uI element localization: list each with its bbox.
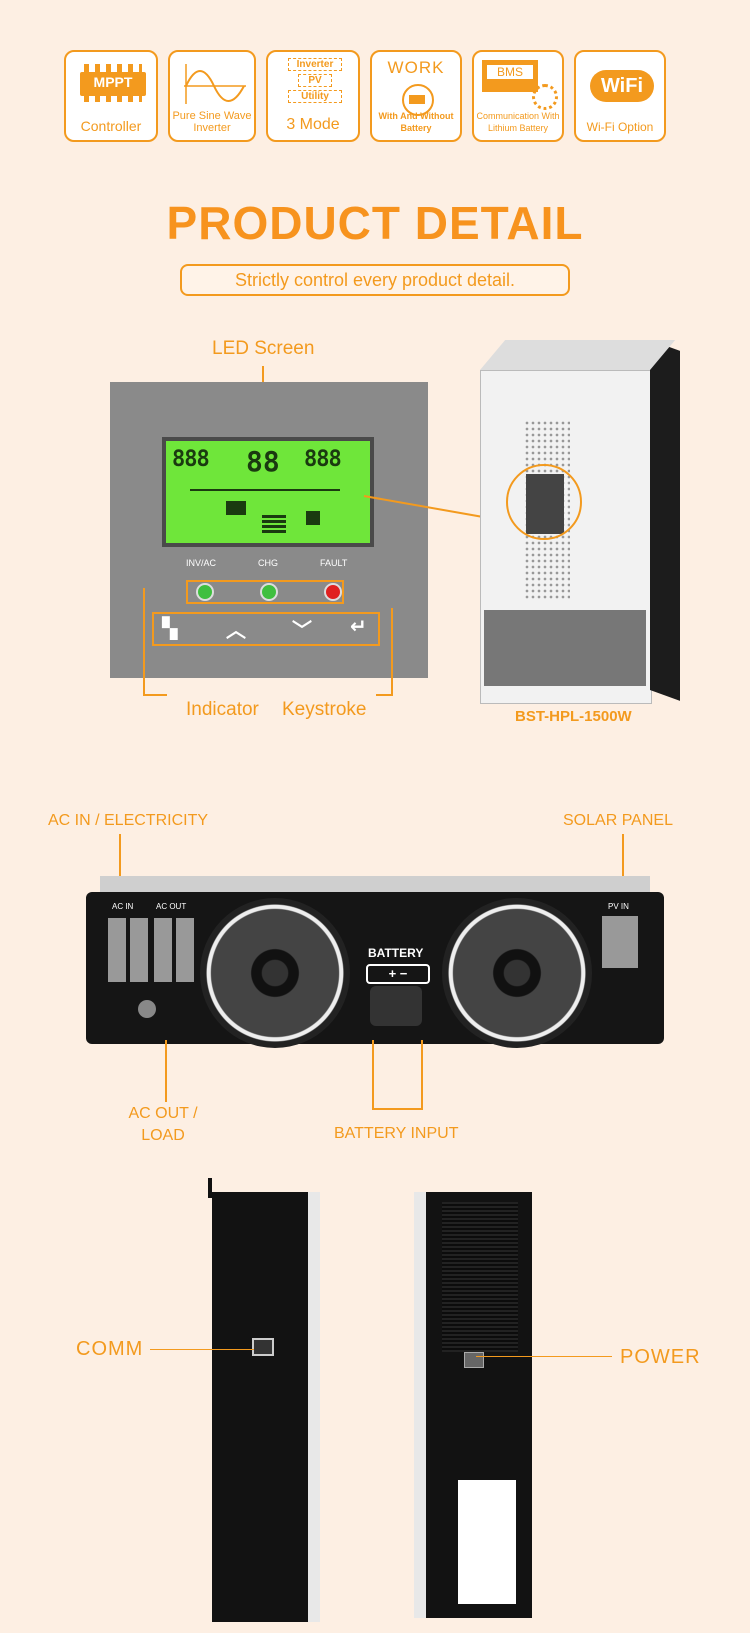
indicator-bracket [186, 580, 344, 604]
ac-in-terminals [108, 918, 152, 982]
battery-connector [370, 986, 422, 1026]
battery-input-label: BATTERY INPUT [334, 1125, 459, 1142]
enter-button[interactable]: ↵ [350, 616, 367, 638]
section-subtitle: Strictly control every product detail. [180, 264, 570, 296]
indicator-label: Indicator [186, 699, 259, 720]
ac-out-terminals [154, 918, 198, 982]
indicator-label-fault: FAULT [320, 558, 348, 568]
feature-bms: BMS Communication With Lithium Battery [472, 50, 564, 142]
inverter-right-side-image [414, 1192, 538, 1618]
indicator-label-inv-ac: INV/AC [186, 558, 217, 568]
sine-wave-icon [184, 64, 246, 104]
feature-modes: Inverter PV Utility 3 Mode [266, 50, 360, 142]
model-label: BST-HPL-1500W [515, 708, 632, 725]
three-mode-icon: Inverter PV Utility [288, 58, 342, 103]
feature-caption: With And Without Battery [378, 111, 454, 133]
keystroke-bracket [152, 612, 380, 646]
down-button[interactable]: ﹀ [292, 620, 312, 642]
spec-label-sticker [458, 1480, 516, 1604]
ac-out-load-label: AC OUT / LOAD [128, 1105, 198, 1144]
inverter-left-side-image [208, 1178, 324, 1622]
feature-sine: Pure Sine Wave Inverter [168, 50, 256, 142]
pv-in-terminals [602, 916, 638, 968]
feature-caption: Wi-Fi Option [586, 120, 654, 134]
indicator-label-chg: CHG [258, 558, 278, 568]
feature-caption: Controller [80, 118, 142, 134]
fault-led [324, 583, 342, 601]
cooling-fan-right [442, 898, 592, 1048]
keystroke-label: Keystroke [282, 699, 367, 720]
inverter-bottom-image: AC IN AC OUT BATTERY + − PV IN [86, 876, 664, 1076]
ground-terminal [138, 1000, 156, 1018]
control-panel: 888 88 888 INV/AC CHG FAULT ▚ ︿ ﹀ ↵ [110, 382, 428, 678]
menu-button[interactable]: ▚ [162, 618, 178, 640]
inv-ac-led [196, 583, 214, 601]
feature-caption: 3 Mode [286, 116, 340, 133]
comm-label: COMM [76, 1338, 144, 1360]
cooling-fan-left [200, 898, 350, 1048]
feature-wifi: WiFi Wi-Fi Option [574, 50, 666, 142]
battery-icon [402, 84, 434, 116]
battery-terminal-box: + − [366, 964, 430, 984]
feature-caption: Pure Sine Wave Inverter [172, 110, 252, 134]
lcd-display: 888 88 888 [162, 437, 374, 547]
power-label: POWER [620, 1346, 701, 1368]
chg-led [260, 583, 278, 601]
feature-mppt: MPPT Controller [64, 50, 158, 142]
feature-work: WORK With And Without Battery [370, 50, 462, 142]
up-button[interactable]: ︿ [226, 620, 246, 642]
ac-in-label: AC IN / ELECTRICITY [48, 812, 209, 829]
section-title: PRODUCT DETAIL [166, 197, 584, 249]
mppt-chip-icon: MPPT [80, 64, 146, 102]
feature-caption: Communication With Lithium Battery [476, 111, 560, 133]
comm-port [252, 1338, 274, 1356]
solar-panel-label: SOLAR PANEL [563, 812, 673, 829]
power-switch[interactable] [464, 1352, 484, 1368]
inverter-front-image [480, 340, 680, 704]
wifi-icon: WiFi [590, 70, 654, 102]
bms-gear-icon: BMS [482, 60, 558, 110]
led-screen-label: LED Screen [212, 338, 315, 359]
